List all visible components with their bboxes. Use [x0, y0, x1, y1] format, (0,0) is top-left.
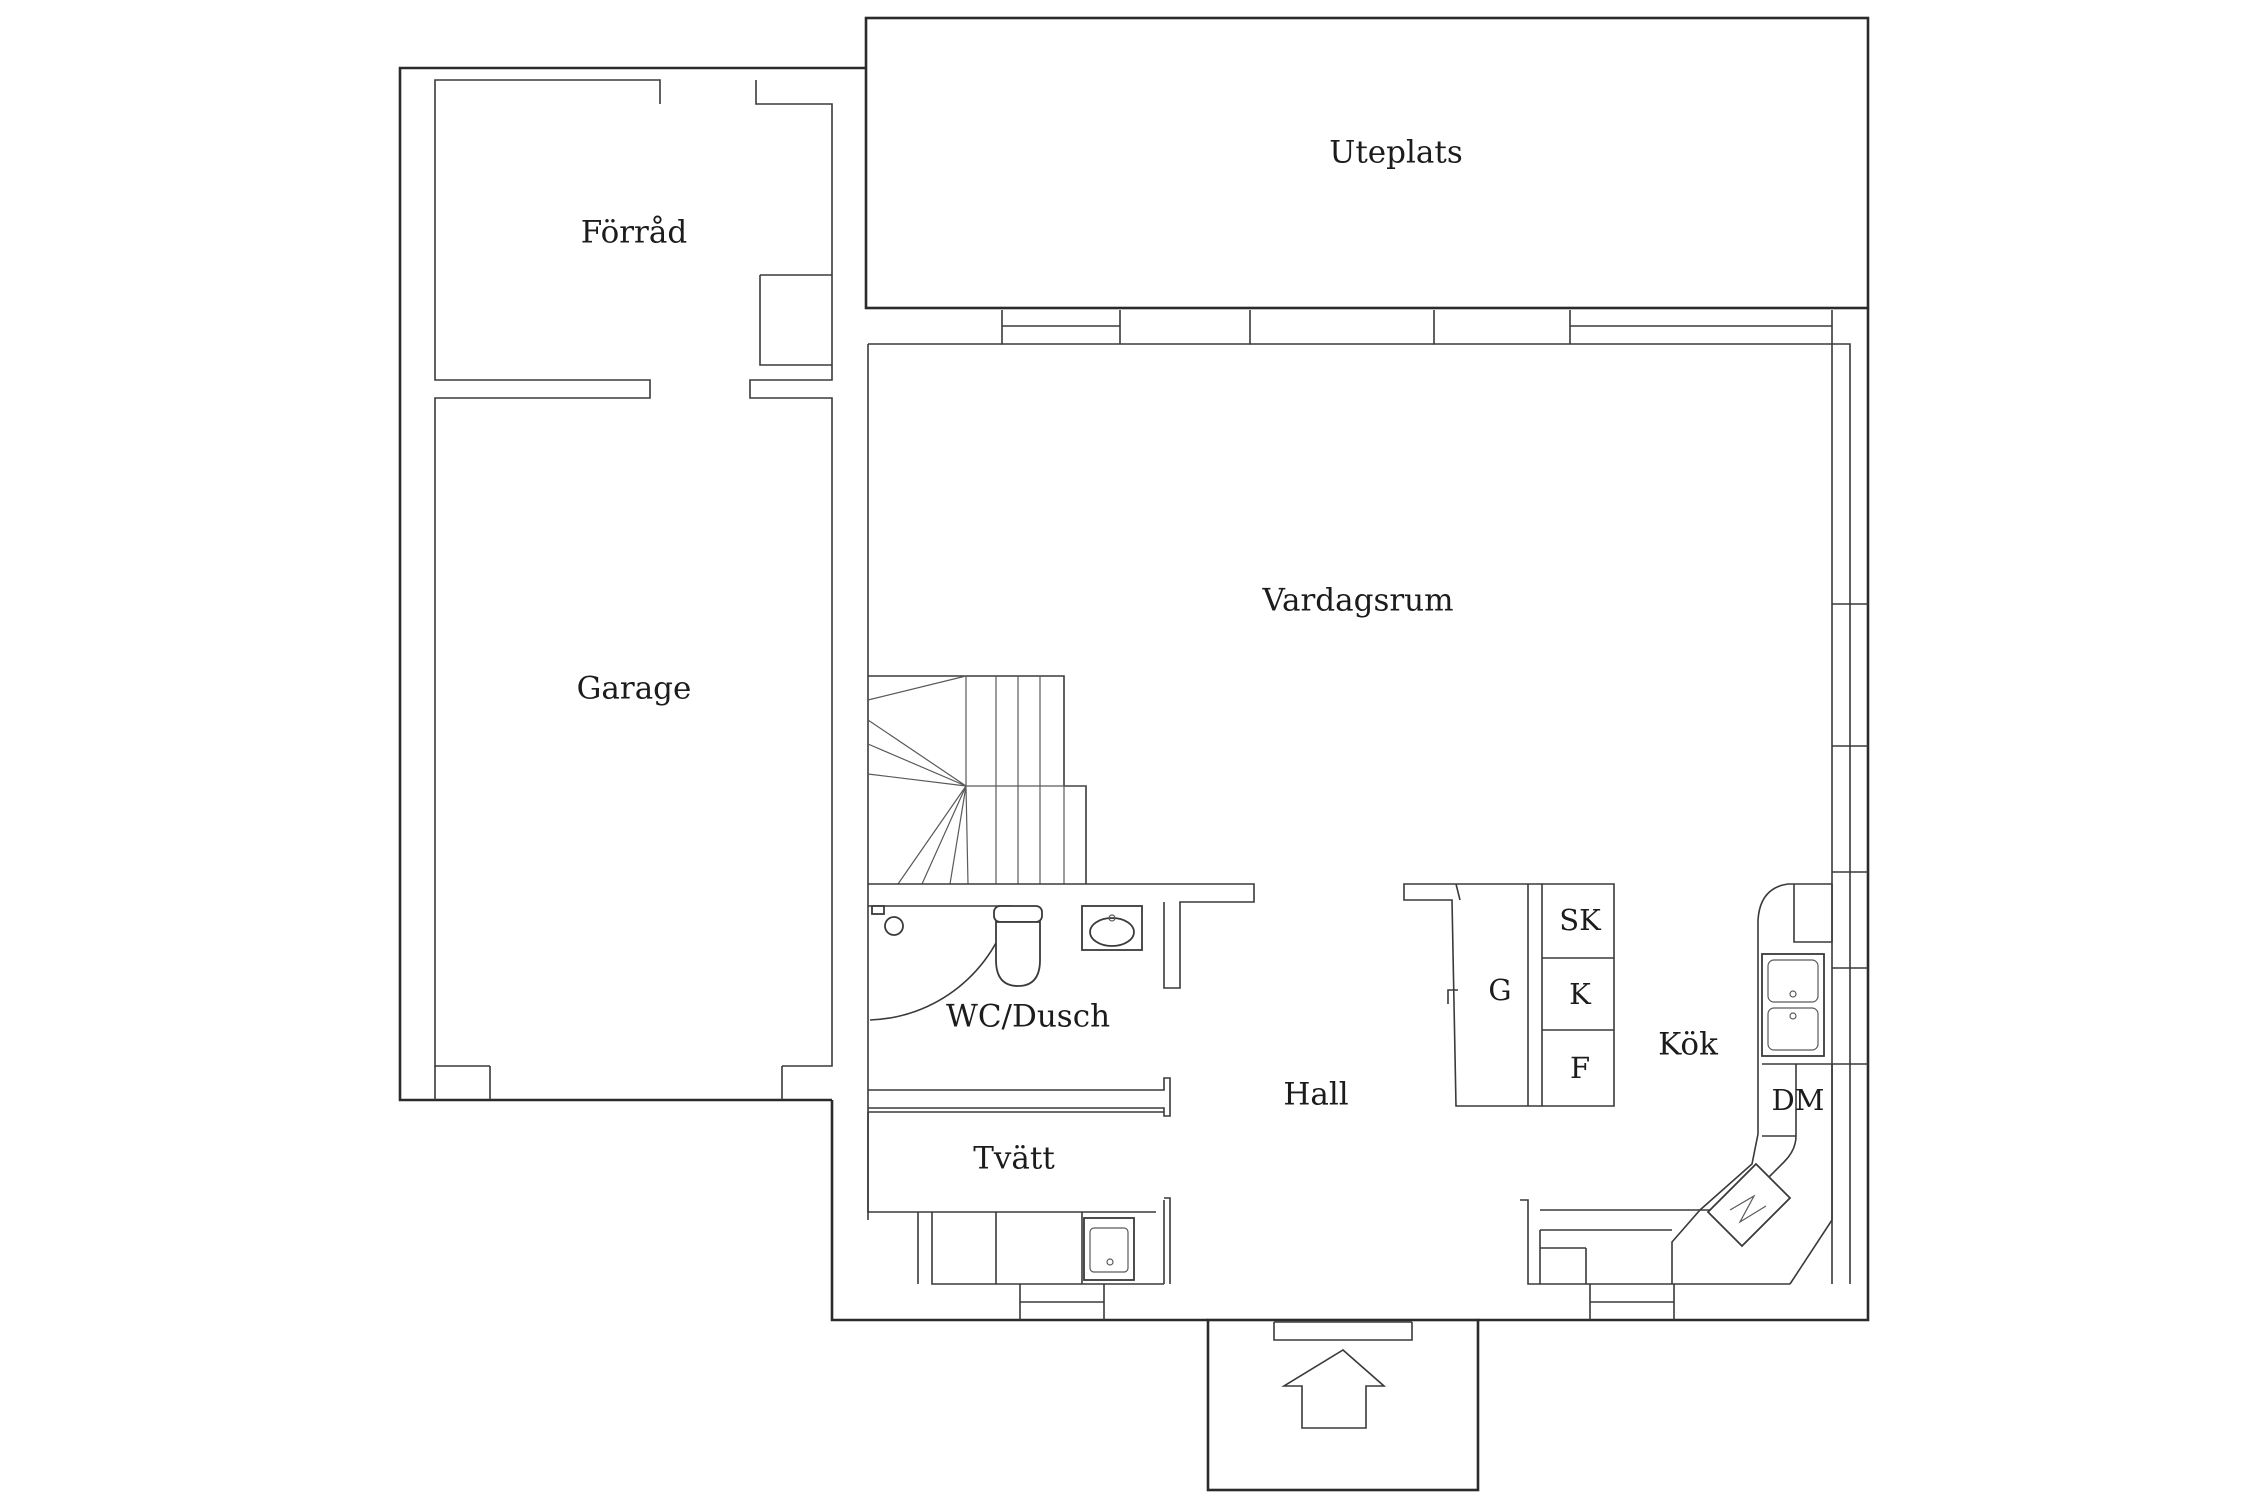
staircase	[867, 675, 1087, 885]
stair-wc-wall	[868, 883, 1255, 989]
stove-icon	[1706, 1162, 1792, 1248]
room-label-vardagsrum: Vardagsrum	[1261, 583, 1453, 619]
laundry-window	[1019, 1284, 1105, 1320]
room-label-uteplats: Uteplats	[1329, 135, 1463, 171]
appliance-label-sk: SK	[1559, 903, 1602, 937]
appliance-label-dm: DM	[1772, 1083, 1825, 1117]
appliance-label-g: G	[1488, 973, 1511, 1007]
house-outer-wall	[830, 308, 1870, 1322]
entrance-arrow	[1281, 1349, 1387, 1429]
house-inner-wall	[867, 343, 1833, 1284]
room-label-kok: Kök	[1658, 1027, 1718, 1063]
laundry-sink-icon	[1083, 1217, 1135, 1281]
laundry-counter	[917, 1212, 1164, 1285]
garage-outer-wall	[398, 66, 866, 1102]
washbasin-icon	[1081, 905, 1143, 951]
kitchen-sink-icon	[1761, 953, 1825, 1057]
storage-inner-wall	[434, 79, 661, 1067]
dishwasher	[1762, 1063, 1832, 1137]
room-label-tvatt: Tvätt	[973, 1141, 1055, 1177]
terrace-outline	[864, 16, 1870, 310]
appliance-label-k: K	[1569, 977, 1592, 1011]
window-east	[1832, 343, 1868, 1284]
room-label-wc-dusch: WC/Dusch	[946, 999, 1110, 1035]
entrance-steps	[1206, 1318, 1480, 1492]
hall-wall-left	[1164, 1197, 1171, 1284]
room-label-hall: Hall	[1283, 1077, 1348, 1113]
kitchen-counter	[1671, 883, 1833, 1284]
toilet-icon	[993, 905, 1043, 987]
kitchen-tall-units	[1542, 883, 1615, 1107]
appliance-label-f: F	[1570, 1051, 1590, 1085]
hall-wall-right	[1520, 1199, 1540, 1285]
kitchen-peninsula	[1403, 883, 1543, 1107]
window-right	[1433, 310, 1833, 345]
garage-door-jamb	[434, 1066, 783, 1100]
entrance-door	[1273, 1321, 1413, 1341]
kitchen-counter-bottom	[1539, 1209, 1790, 1285]
shower-head-icon	[871, 905, 904, 936]
storage-door-frame	[759, 274, 832, 366]
room-label-garage: Garage	[577, 671, 692, 707]
kitchen-window	[1589, 1284, 1675, 1320]
wc-bottom-wall	[868, 1077, 1171, 1117]
room-label-forrad: Förråd	[581, 215, 687, 251]
window-left	[1001, 310, 1251, 345]
storage-inner-wall-right	[749, 80, 833, 1067]
laundry-wall	[867, 1111, 1165, 1284]
